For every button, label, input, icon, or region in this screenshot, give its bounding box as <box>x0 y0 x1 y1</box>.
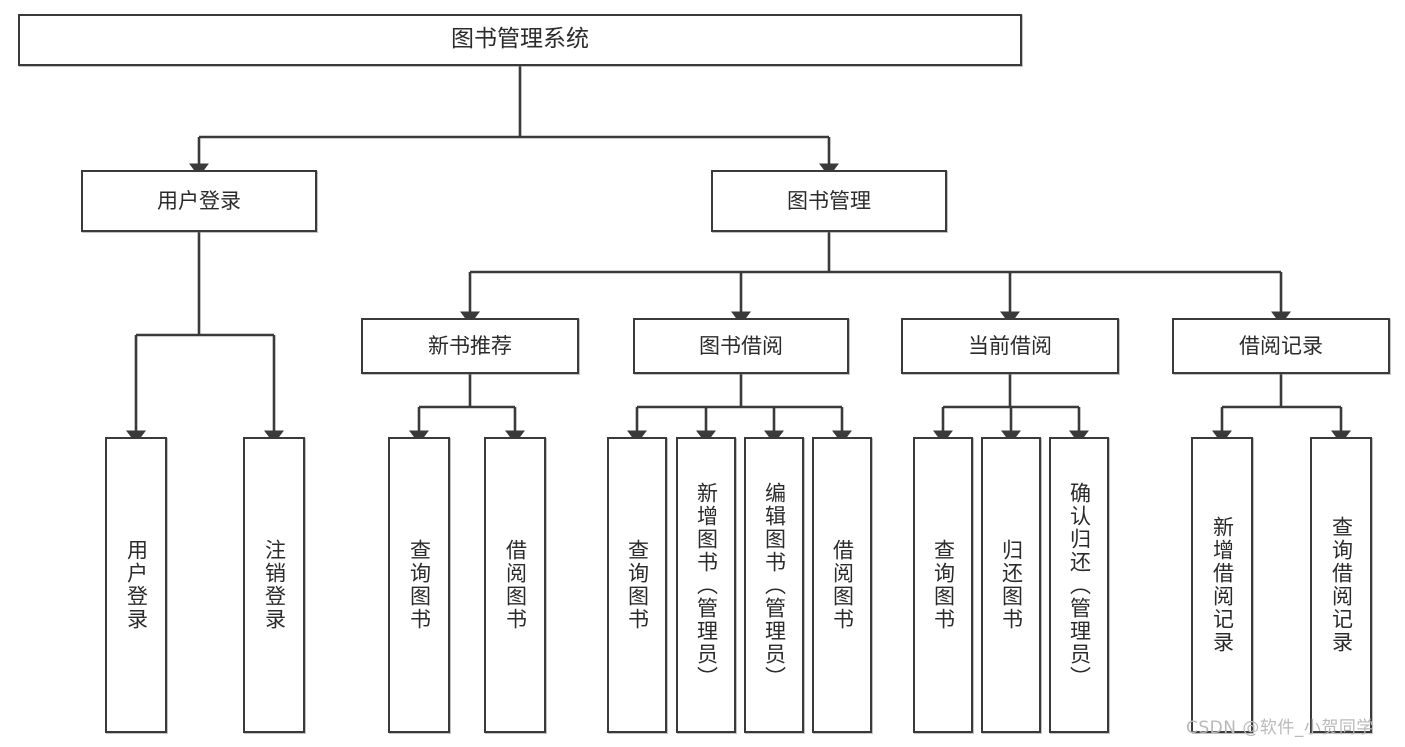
node-leaf-11[interactable]: 确认归还（管理员） <box>1049 437 1109 733</box>
node-leaf-1[interactable]: 用户登录 <box>105 437 167 733</box>
node-label: 用户登录 <box>124 539 149 631</box>
node-label: 查询借阅记录 <box>1329 516 1354 654</box>
node-label: 新书推荐 <box>428 333 512 358</box>
node-leaf-7[interactable]: 编辑图书（管理员） <box>744 437 804 733</box>
node-leaf-12[interactable]: 新增借阅记录 <box>1191 437 1253 733</box>
node-label: 新增借阅记录 <box>1210 516 1235 654</box>
node-label: 查询图书 <box>407 539 432 631</box>
node-leaf-13[interactable]: 查询借阅记录 <box>1310 437 1372 733</box>
node-label: 查询图书 <box>931 539 956 631</box>
node-l3-current[interactable]: 当前借阅 <box>901 318 1119 374</box>
node-label: 图书借阅 <box>699 333 783 358</box>
node-label: 借阅图书 <box>830 539 855 631</box>
node-label: 注销登录 <box>262 539 287 631</box>
node-label: 用户登录 <box>157 188 241 213</box>
node-label: 归还图书 <box>999 539 1024 631</box>
node-leaf-6[interactable]: 新增图书（管理员） <box>676 437 736 733</box>
node-label: 新增图书（管理员） <box>694 481 719 689</box>
node-leaf-3[interactable]: 查询图书 <box>388 437 450 733</box>
node-leaf-4[interactable]: 借阅图书 <box>484 437 546 733</box>
node-label: 图书管理 <box>787 188 871 213</box>
node-root[interactable]: 图书管理系统 <box>18 14 1022 66</box>
csdn-watermark: CSDN @软件_小贺同学 <box>1186 718 1374 738</box>
node-label: 借阅记录 <box>1239 333 1323 358</box>
node-label: 借阅图书 <box>503 539 528 631</box>
node-label: 查询图书 <box>625 539 650 631</box>
node-label: 编辑图书（管理员） <box>762 481 787 689</box>
node-l3-newbook[interactable]: 新书推荐 <box>361 318 579 374</box>
node-leaf-8[interactable]: 借阅图书 <box>812 437 872 733</box>
node-label: 当前借阅 <box>968 333 1052 358</box>
node-leaf-9[interactable]: 查询图书 <box>913 437 973 733</box>
node-label: 图书管理系统 <box>451 26 589 53</box>
node-label: 确认归还（管理员） <box>1067 481 1092 689</box>
node-leaf-5[interactable]: 查询图书 <box>607 437 667 733</box>
node-leaf-2[interactable]: 注销登录 <box>243 437 305 733</box>
node-leaf-10[interactable]: 归还图书 <box>981 437 1041 733</box>
node-l2-book[interactable]: 图书管理 <box>711 170 947 232</box>
node-l3-borrow[interactable]: 图书借阅 <box>633 318 849 374</box>
node-l3-record[interactable]: 借阅记录 <box>1172 318 1390 374</box>
node-l2-login[interactable]: 用户登录 <box>81 170 317 232</box>
